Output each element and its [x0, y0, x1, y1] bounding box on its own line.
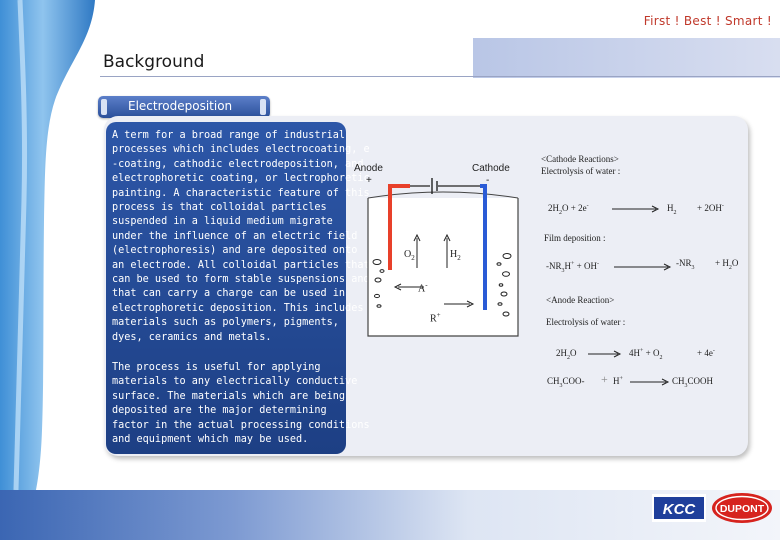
- footer-band: [0, 490, 780, 540]
- description-line: materials to any electrically conductive: [112, 376, 358, 388]
- acid-eq-arrow: [630, 378, 670, 386]
- svg-text:KCC: KCC: [663, 501, 697, 518]
- description-line: dyes, ceramics and metals.: [112, 331, 272, 343]
- description-line: painting. A characteristic feature of th…: [112, 187, 370, 199]
- film-eq-arrow: [614, 263, 672, 271]
- kcc-logo: KCC: [652, 494, 706, 522]
- anode-label: Anode: [354, 163, 383, 174]
- pill-right-cap: [260, 99, 266, 115]
- film-eq-water: + H2O: [715, 258, 739, 271]
- page-title: Background: [103, 52, 205, 72]
- acid-eq-right: CH3COOH: [672, 376, 714, 389]
- cathode-sign: -: [486, 175, 490, 186]
- cation-label: R+: [430, 311, 441, 325]
- acid-eq-left: CH3COO-: [547, 376, 585, 389]
- electrodeposition-diagram: [367, 178, 519, 337]
- description-line: suspended in a liquid medium migrate: [112, 216, 333, 228]
- description-paragraph-1: A term for a broad range of industrial pr…: [112, 129, 370, 345]
- description-line: electrophoretic deposition. This include…: [112, 302, 364, 314]
- film-eq-nr3: -NR3: [676, 258, 695, 271]
- cathode-eq-arrow: [612, 205, 660, 213]
- cathode-reactions-title: <Cathode Reactions>: [541, 154, 619, 164]
- description-line: that can carry a charge can be used in: [112, 288, 346, 300]
- cathode-eq-oh: + 2OH-: [697, 203, 724, 213]
- description-line: factor in the actual processing conditio…: [112, 419, 370, 431]
- anode-reaction-subtitle: Electrolysis of water :: [546, 317, 626, 327]
- anode-eq-left: 2H2O: [556, 348, 577, 361]
- description-line: (electrophoresis) and are deposited onto: [112, 245, 358, 257]
- title-bar-decoration: [473, 38, 780, 78]
- description-line: The process is useful for applying: [112, 362, 321, 373]
- svg-text:DUPONT: DUPONT: [720, 503, 765, 515]
- section-pill: [98, 96, 270, 118]
- anion-label: A-: [418, 281, 428, 295]
- cathode-eq-left: 2H2O + 2e-: [548, 203, 589, 216]
- anode-reaction-title: <Anode Reaction>: [546, 295, 615, 305]
- anode-eq-arrow: [588, 350, 622, 358]
- section-label: Electrodeposition: [128, 99, 233, 113]
- acid-eq-plus: +: [601, 372, 608, 386]
- anode-sign: +: [366, 175, 372, 186]
- description-line: materials such as polymers, pigments,: [112, 317, 339, 329]
- description-line: process is that colloidal particles: [112, 202, 327, 214]
- description-line: deposited are the major determining: [112, 405, 327, 417]
- description-line: can be used to form stable suspensions a…: [112, 274, 370, 286]
- hydrogen-label: H2: [450, 249, 461, 262]
- description-line: -coating, cathodic electrodeposition, an…: [112, 158, 364, 170]
- cathode-eq-h2: H2: [667, 203, 677, 216]
- description-line: and equipment which may be used.: [112, 434, 309, 446]
- cathode-label: Cathode: [472, 163, 510, 174]
- paint-drip-decoration: [0, 0, 95, 491]
- tagline: First ! Best ! Smart !: [643, 14, 772, 28]
- pill-left-cap: [101, 99, 107, 115]
- film-eq-left: -NR3H+ + OH-: [546, 261, 599, 274]
- cathode-reactions-subtitle: Electrolysis of water :: [541, 166, 621, 176]
- acid-eq-h: H+: [613, 376, 623, 386]
- film-deposition-title: Film deposition :: [544, 233, 606, 243]
- description-box: [106, 122, 346, 454]
- description-line: electrophoretic coating, or lectrophoret…: [112, 173, 370, 185]
- description-line: surface. The materials which are being: [112, 390, 346, 402]
- dupont-logo: DUPONT: [712, 493, 772, 523]
- description-paragraph-2: The process is useful for applying materi…: [112, 361, 370, 447]
- oxygen-label: O2: [404, 249, 415, 262]
- description-line: an electrode. All colloidal particles th…: [112, 259, 370, 271]
- description-line: under the influence of an electric field: [112, 230, 358, 242]
- title-divider: [100, 76, 780, 77]
- description-line: A term for a broad range of industrial: [112, 130, 346, 141]
- anode-eq-e: + 4e-: [697, 348, 715, 358]
- description-line: processes which includes electrocoating,…: [112, 144, 370, 156]
- anode-eq-h: 4H+ + O2: [629, 348, 663, 361]
